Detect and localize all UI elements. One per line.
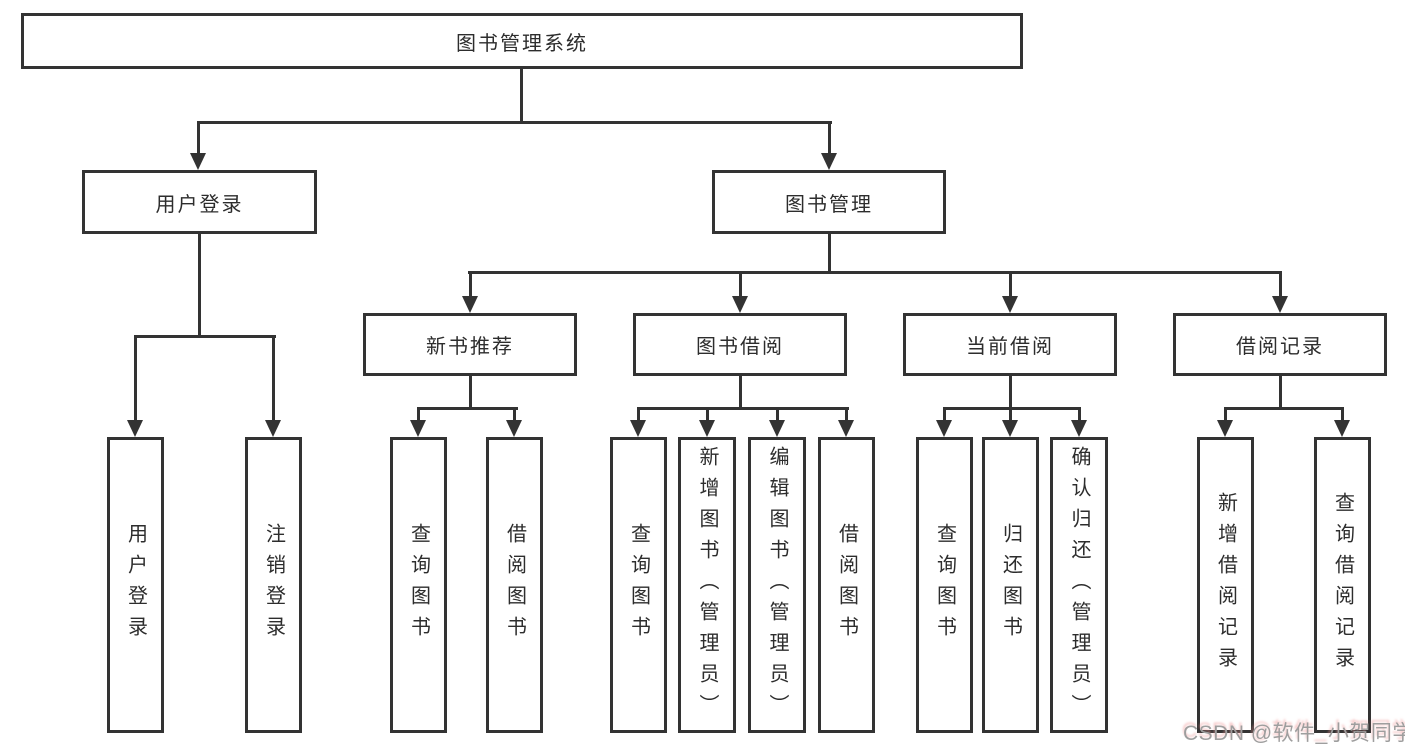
node-leaf-logout: 注销登录 bbox=[245, 437, 302, 733]
arrow-head bbox=[506, 420, 522, 437]
node-current-borrowing: 当前借阅 bbox=[903, 313, 1117, 376]
connector-user-login-branch bbox=[134, 335, 276, 338]
node-leaf-query-book-bb: 查询图书 bbox=[610, 437, 667, 733]
connector-drop-book-borrow bbox=[739, 271, 742, 298]
arrow-head bbox=[936, 420, 952, 437]
node-label: 查询图书 bbox=[933, 523, 956, 647]
node-label: 确认归还（管理员） bbox=[1068, 445, 1090, 725]
node-borrowing-records: 借阅记录 bbox=[1173, 313, 1387, 376]
node-label: 查询图书 bbox=[627, 523, 650, 647]
arrow-head bbox=[265, 420, 281, 437]
connector-drop-current-borrow bbox=[1009, 271, 1012, 298]
node-label: 查询图书 bbox=[407, 523, 430, 647]
connector-book-mgmt-stem bbox=[828, 232, 831, 274]
node-library-management-system: 图书管理系统 bbox=[21, 13, 1023, 69]
connector-book-mgmt-branch bbox=[468, 271, 1282, 274]
node-label: 查询借阅记录 bbox=[1331, 492, 1354, 678]
node-leaf-edit-book-admin: 编辑图书（管理员） bbox=[748, 437, 806, 733]
node-leaf-query-borrow-record: 查询借阅记录 bbox=[1314, 437, 1371, 733]
node-label: 用户登录 bbox=[124, 523, 147, 647]
connector-drop bbox=[1341, 407, 1344, 423]
arrow-head bbox=[1002, 296, 1018, 313]
node-label: 图书管理 bbox=[785, 193, 873, 216]
node-leaf-confirm-return-admin: 确认归还（管理员） bbox=[1050, 437, 1108, 733]
arrow-head bbox=[1071, 420, 1087, 437]
arrow-head bbox=[410, 420, 426, 437]
arrow-head bbox=[127, 420, 143, 437]
node-label: 借阅图书 bbox=[503, 523, 526, 647]
connector-drop bbox=[1009, 407, 1012, 423]
connector-drop-new-book-rec bbox=[469, 271, 472, 298]
connector-drop-book-mgmt bbox=[828, 121, 831, 155]
connector-root-branch bbox=[197, 121, 832, 124]
node-leaf-query-book-rec: 查询图书 bbox=[390, 437, 447, 733]
connector-drop bbox=[706, 407, 709, 423]
node-new-book-recommend: 新书推荐 bbox=[363, 313, 577, 376]
node-label: 用户登录 bbox=[155, 193, 244, 216]
csdn-watermark: CSDN @软件_小贺同学 bbox=[1183, 722, 1405, 745]
connector-new-book-rec-stem bbox=[469, 374, 472, 410]
node-book-borrowing: 图书借阅 bbox=[633, 313, 847, 376]
connector-current-borrow-branch bbox=[943, 407, 1081, 410]
arrow-head bbox=[190, 153, 206, 170]
connector-current-borrow-stem bbox=[1009, 374, 1012, 410]
node-leaf-user-login: 用户登录 bbox=[107, 437, 164, 733]
connector-drop-user-login-leaf bbox=[134, 335, 137, 422]
connector-borrow-record-branch bbox=[1224, 407, 1344, 410]
node-label: 图书借阅 bbox=[696, 336, 784, 358]
node-book-management: 图书管理 bbox=[712, 170, 946, 234]
connector-new-book-rec-branch bbox=[417, 407, 518, 410]
arrow-head bbox=[1002, 420, 1018, 437]
arrow-head bbox=[1217, 420, 1233, 437]
connector-drop bbox=[943, 407, 946, 423]
connector-drop bbox=[513, 407, 516, 423]
connector-drop bbox=[776, 407, 779, 423]
node-label: 编辑图书（管理员） bbox=[766, 445, 788, 725]
connector-book-borrow-branch bbox=[637, 407, 849, 410]
node-user-login: 用户登录 bbox=[82, 170, 317, 234]
connector-drop-borrow-record bbox=[1279, 271, 1282, 298]
arrow-head bbox=[769, 420, 785, 437]
node-label: 图书管理系统 bbox=[456, 32, 588, 55]
node-label: 新书推荐 bbox=[426, 336, 514, 358]
arrow-head bbox=[1334, 420, 1350, 437]
node-leaf-add-borrow-record: 新增借阅记录 bbox=[1197, 437, 1254, 733]
node-label: 当前借阅 bbox=[966, 336, 1054, 358]
node-label: 新增图书（管理员） bbox=[696, 445, 718, 725]
connector-user-login-stem bbox=[198, 232, 201, 338]
node-label: 注销登录 bbox=[262, 523, 285, 647]
connector-drop bbox=[1224, 407, 1227, 423]
connector-drop-user-login bbox=[197, 121, 200, 155]
connector-drop bbox=[637, 407, 640, 423]
node-label: 借阅记录 bbox=[1236, 336, 1324, 358]
connector-drop bbox=[1078, 407, 1081, 423]
node-leaf-query-book-cb: 查询图书 bbox=[916, 437, 973, 733]
arrow-head bbox=[1272, 296, 1288, 313]
arrow-head bbox=[462, 296, 478, 313]
node-leaf-borrow-book-rec: 借阅图书 bbox=[486, 437, 543, 733]
node-leaf-borrow-book-bb: 借阅图书 bbox=[818, 437, 875, 733]
connector-book-borrow-stem bbox=[739, 374, 742, 410]
node-leaf-return-book: 归还图书 bbox=[982, 437, 1039, 733]
arrow-head bbox=[699, 420, 715, 437]
node-leaf-add-book-admin: 新增图书（管理员） bbox=[678, 437, 736, 733]
connector-drop bbox=[845, 407, 848, 423]
node-label: 新增借阅记录 bbox=[1214, 492, 1237, 678]
node-label: 借阅图书 bbox=[835, 523, 858, 647]
connector-drop-logout-leaf bbox=[272, 335, 275, 422]
arrow-head bbox=[732, 296, 748, 313]
connector-root-stem bbox=[520, 67, 523, 124]
connector-borrow-record-stem bbox=[1279, 374, 1282, 410]
node-label: 归还图书 bbox=[999, 523, 1022, 647]
arrow-head bbox=[838, 420, 854, 437]
arrow-head bbox=[630, 420, 646, 437]
connector-drop bbox=[417, 407, 420, 423]
arrow-head bbox=[821, 153, 837, 170]
